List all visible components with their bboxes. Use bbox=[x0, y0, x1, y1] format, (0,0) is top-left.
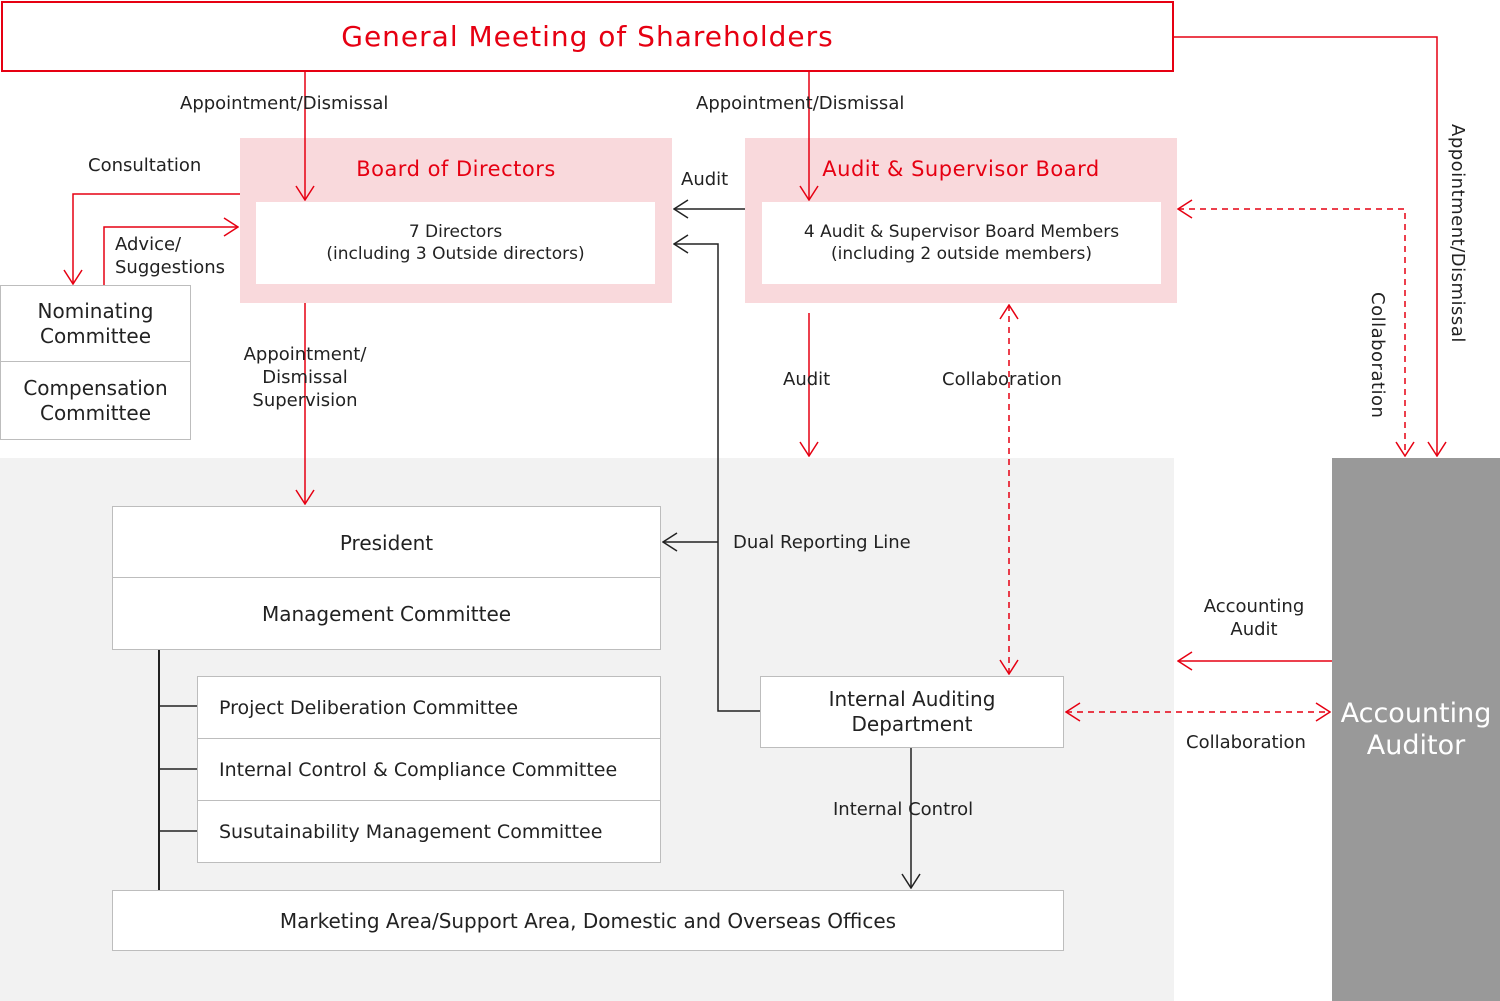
sub-committee-label: Internal Control & Compliance Committee bbox=[219, 758, 618, 781]
compensation-line2: Committee bbox=[39, 400, 151, 425]
label-accounting-audit-line2: Audit bbox=[1230, 619, 1278, 640]
nominating-line2: Committee bbox=[39, 323, 151, 348]
label-supervision-line3: Supervision bbox=[252, 390, 358, 411]
label-consultation: Consultation bbox=[88, 155, 202, 176]
management-committee-label: Management Committee bbox=[261, 601, 512, 626]
management-committee-box[interactable]: Management Committee bbox=[112, 577, 661, 650]
label-advice-line1: Advice/ bbox=[115, 234, 182, 255]
accounting-auditor-line2: Auditor bbox=[1366, 729, 1466, 761]
label-supervision-line1: Appointment/ bbox=[243, 344, 367, 365]
arrow-gm-to-accounting-auditor bbox=[1174, 36, 1437, 456]
compensation-committee-box[interactable]: Compensation Committee bbox=[0, 361, 191, 440]
offices-box[interactable]: Marketing Area/Support Area, Domestic an… bbox=[112, 890, 1064, 951]
label-appointment-dismissal-board: Appointment/Dismissal bbox=[180, 93, 389, 114]
arrow-dual-reporting-board bbox=[674, 244, 760, 712]
label-collaboration-vertical: Collaboration bbox=[1367, 292, 1388, 419]
sub-committee-label: Susutainability Management Committee bbox=[219, 820, 603, 843]
board-of-directors-title: Board of Directors bbox=[356, 157, 556, 181]
audit-supervisor-board-members: 4 Audit & Supervisor Board Members (incl… bbox=[762, 202, 1161, 284]
president-box[interactable]: President bbox=[112, 506, 661, 579]
nominating-committee-box[interactable]: Nominating Committee bbox=[0, 285, 191, 362]
label-advice: Advice/ Suggestions bbox=[115, 233, 225, 279]
label-audit-board: Audit bbox=[681, 169, 729, 190]
label-collaboration-internal: Collaboration bbox=[942, 369, 1062, 390]
audit-board-line2: (including 2 outside members) bbox=[830, 244, 1093, 264]
label-internal-control: Internal Control bbox=[833, 799, 974, 820]
board-of-directors-members: 7 Directors (including 3 Outside directo… bbox=[256, 202, 655, 284]
president-label: President bbox=[339, 530, 434, 555]
label-supervision-line2: Dismissal bbox=[262, 367, 348, 388]
label-collaboration-auditor: Collaboration bbox=[1186, 732, 1306, 753]
compensation-line1: Compensation bbox=[23, 375, 168, 400]
project-deliberation-committee-box[interactable]: Project Deliberation Committee bbox=[197, 676, 661, 739]
label-advice-line2: Suggestions bbox=[115, 257, 225, 278]
arrow-advice bbox=[103, 227, 238, 285]
label-accounting-audit-line1: Accounting bbox=[1203, 596, 1305, 617]
accounting-auditor-line1: Accounting bbox=[1340, 697, 1492, 729]
label-dual-reporting: Dual Reporting Line bbox=[733, 532, 911, 553]
label-appointment-dismissal-audit: Appointment/Dismissal bbox=[696, 93, 905, 114]
general-meeting-title: General Meeting of Shareholders bbox=[341, 20, 834, 53]
label-accounting-audit: Accounting Audit bbox=[1184, 595, 1324, 641]
sub-committee-label: Project Deliberation Committee bbox=[219, 696, 519, 719]
accounting-auditor-box[interactable]: Accounting Auditor bbox=[1332, 458, 1500, 1001]
audit-board-line1: 4 Audit & Supervisor Board Members bbox=[803, 222, 1120, 242]
general-meeting-box[interactable]: General Meeting of Shareholders bbox=[1, 1, 1174, 72]
arrow-consultation bbox=[73, 193, 240, 284]
internal-control-compliance-committee-box[interactable]: Internal Control & Compliance Committee bbox=[197, 738, 661, 801]
label-audit-operations: Audit bbox=[783, 369, 831, 390]
board-line2: (including 3 Outside directors) bbox=[326, 244, 585, 264]
internal-audit-line1: Internal Auditing bbox=[828, 687, 996, 711]
sustainability-management-committee-box[interactable]: Susutainability Management Committee bbox=[197, 800, 661, 863]
label-appointment-dismissal-vertical: Appointment/Dismissal bbox=[1447, 124, 1468, 343]
internal-auditing-department-box[interactable]: Internal Auditing Department bbox=[760, 676, 1064, 748]
nominating-line1: Nominating bbox=[37, 298, 154, 323]
audit-supervisor-board-title: Audit & Supervisor Board bbox=[822, 157, 1100, 181]
offices-label: Marketing Area/Support Area, Domestic an… bbox=[279, 908, 897, 933]
board-line1: 7 Directors bbox=[408, 222, 503, 242]
label-supervision: Appointment/ Dismissal Supervision bbox=[230, 343, 380, 412]
internal-audit-line2: Department bbox=[851, 712, 973, 736]
